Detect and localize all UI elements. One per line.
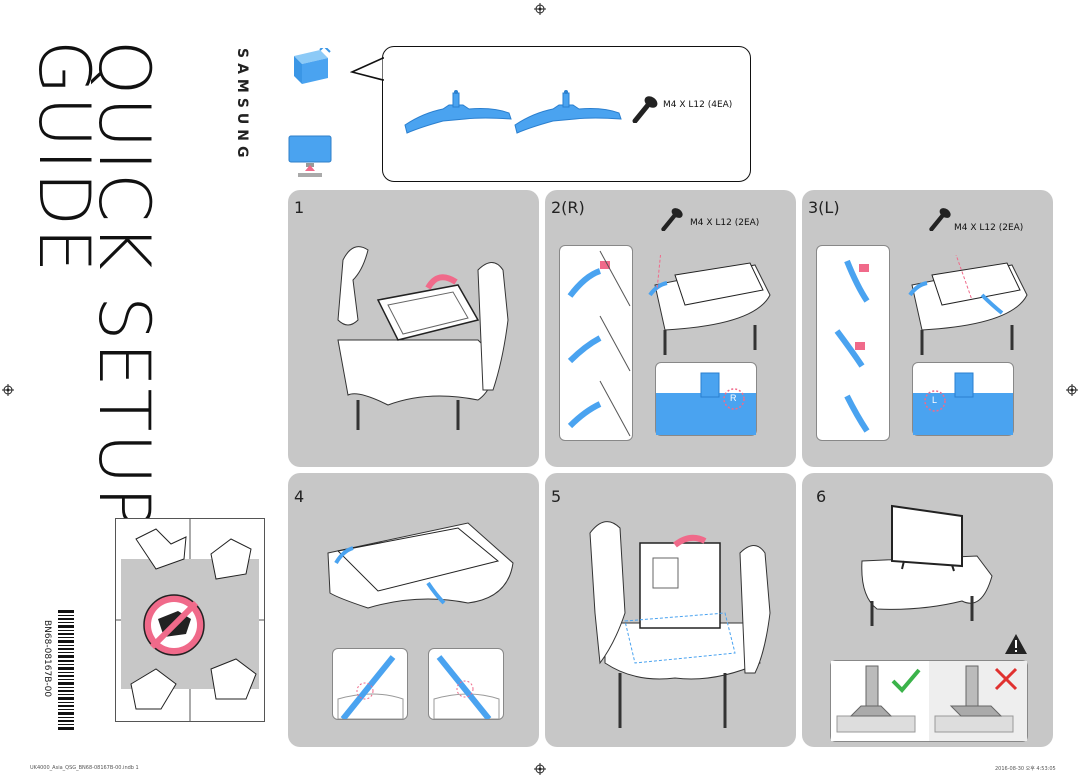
step-2-detail-column <box>559 245 633 441</box>
step-4-detail-left <box>332 648 408 721</box>
accessories-screw-label: M4 X L12 (4EA) <box>663 100 733 110</box>
step-5-panel: 5 <box>545 473 796 747</box>
registration-mark-left <box>2 383 14 396</box>
step-number: 1 <box>294 198 305 217</box>
step-2-marker: R <box>730 393 737 403</box>
step-4-detail-right <box>428 648 504 721</box>
step-number: 3(L) <box>808 198 840 217</box>
step-3-illustration <box>908 255 1028 355</box>
footer-file-info: UK4000_Asia_QSG_BN68-08167B-00.indb 1 <box>30 765 139 771</box>
screw-icon <box>661 208 683 231</box>
barcode-number: BN68-08167B-00 <box>42 620 52 698</box>
check-icon <box>891 668 921 693</box>
step-4-illustration <box>327 522 514 609</box>
bubble-pointer <box>350 56 385 82</box>
step-2-panel: 2(R) M4 X L12 (2EA) R <box>545 190 796 467</box>
box-icon <box>290 44 332 91</box>
screw-icon <box>929 208 951 231</box>
step-2-screw-label: M4 X L12 (2EA) <box>690 218 760 228</box>
caution-illustration <box>115 518 265 722</box>
step-6-placement-inset <box>830 660 1028 742</box>
step-1-panel: 1 <box>288 190 539 467</box>
registration-mark-right <box>1066 383 1078 396</box>
title-guide: GUIDE <box>23 40 105 275</box>
step-3-detail-column <box>816 245 890 441</box>
step-3-marker: L <box>932 395 938 405</box>
step-number: 4 <box>294 487 305 506</box>
step-6-illustration <box>861 504 993 626</box>
step-3-screw-label: M4 X L12 (2EA) <box>954 223 1024 233</box>
step-1-illustration <box>337 246 509 430</box>
step-3-zoom-inset: L <box>912 362 1014 436</box>
tv-icon <box>288 135 332 184</box>
registration-mark-bottom <box>534 762 546 775</box>
footer-timestamp: 2016-08-30 오후 4:53:05 <box>995 766 1056 772</box>
step-5-illustration <box>589 521 771 728</box>
stand-leg-left-icon <box>404 90 512 134</box>
step-number: 5 <box>551 487 562 506</box>
barcode <box>58 610 74 732</box>
step-4-panel: 4 <box>288 473 539 747</box>
stand-leg-right-icon <box>514 90 622 134</box>
step-2-illustration <box>648 255 771 355</box>
accessories-bubble: M4 X L12 (4EA) <box>382 46 751 182</box>
registration-mark-top <box>534 2 546 15</box>
step-3-panel: 3(L) M4 X L12 (2EA) L <box>802 190 1053 467</box>
step-2-zoom-inset: R <box>655 362 757 436</box>
step-number: 2(R) <box>551 198 585 217</box>
step-6-panel: 6 <box>802 473 1053 747</box>
screw-icon <box>632 96 658 123</box>
cross-icon <box>994 667 1018 691</box>
step-number: 6 <box>816 487 827 506</box>
warning-icon <box>1005 634 1027 654</box>
samsung-logo: SAMSUNG <box>234 48 250 163</box>
